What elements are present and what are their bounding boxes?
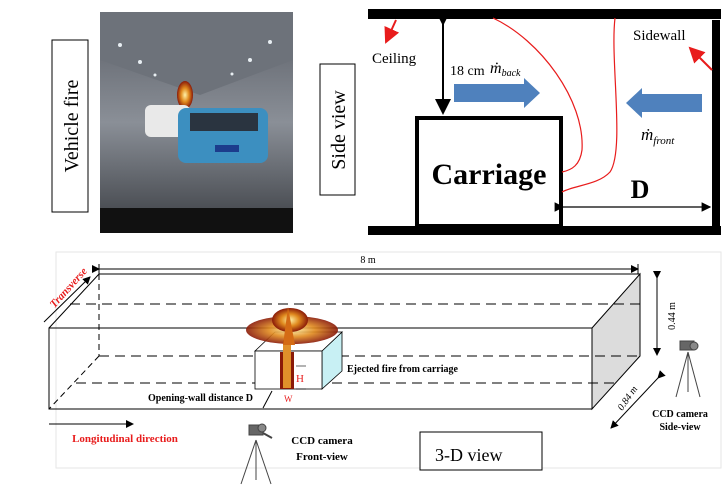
gap-label: 18 cm	[450, 64, 485, 79]
floor	[368, 226, 721, 235]
side-view-label-box: Side view	[319, 63, 356, 196]
front-camera-view-label: Front-view	[296, 451, 348, 463]
flame-boundary-front	[561, 17, 618, 193]
width-label: 0.84 m	[616, 384, 641, 413]
front-camera-label: CCD camera	[291, 435, 353, 447]
back-flow-arrow	[454, 78, 540, 108]
sidewall-pointer-arrow	[688, 46, 713, 71]
height-label: 0.44 m	[667, 302, 678, 330]
front-camera-icon	[240, 423, 273, 485]
three-d-view-label-box	[419, 431, 543, 471]
length-label: 8 m	[360, 255, 376, 266]
ceiling-label: Ceiling	[372, 51, 417, 67]
ceiling-wall	[368, 9, 721, 19]
ejected-fire	[246, 307, 338, 389]
ceiling-pointer-arrow	[384, 19, 400, 44]
transverse-label: Transverse	[48, 265, 90, 310]
m-back-label: ṁback	[490, 60, 521, 79]
front-flow-arrow	[626, 88, 702, 118]
vehicle-fire-label-box: Vehicle fire	[51, 39, 89, 213]
vehicle-fire-label: Vehicle fire	[61, 80, 83, 173]
width-arrow	[610, 370, 666, 429]
h-label: H	[296, 373, 304, 385]
flame-boundary-back	[492, 17, 583, 173]
w-label: W	[284, 394, 293, 404]
vehicle-fire-photo	[100, 12, 293, 233]
side-camera-view-label: Side-view	[659, 422, 701, 433]
side-view-label: Side view	[328, 90, 350, 170]
carriage-label: Carriage	[432, 158, 547, 191]
sidewall-label: Sidewall	[633, 28, 686, 44]
side-view-schematic: Carriage 18 cm Ceiling Sidewall ṁback ṁf…	[368, 9, 721, 235]
side-camera-icon	[675, 340, 701, 398]
longitudinal-label: Longitudinal direction	[72, 433, 178, 445]
opening-distance-label: Opening-wall distance D	[148, 393, 253, 404]
ejected-fire-label: Ejected fire from carriage	[347, 364, 459, 375]
m-front-label: ṁfront	[641, 125, 675, 147]
side-camera-label: CCD camera	[652, 409, 708, 420]
carriage-box	[415, 116, 563, 228]
distance-label: D	[631, 175, 650, 204]
sidewall	[712, 20, 720, 228]
three-d-view-label: 3-D view	[435, 445, 502, 465]
three-d-view: 8 m H W Ejected fire from carriage Openi…	[43, 251, 722, 485]
transverse-arrow	[43, 276, 91, 323]
